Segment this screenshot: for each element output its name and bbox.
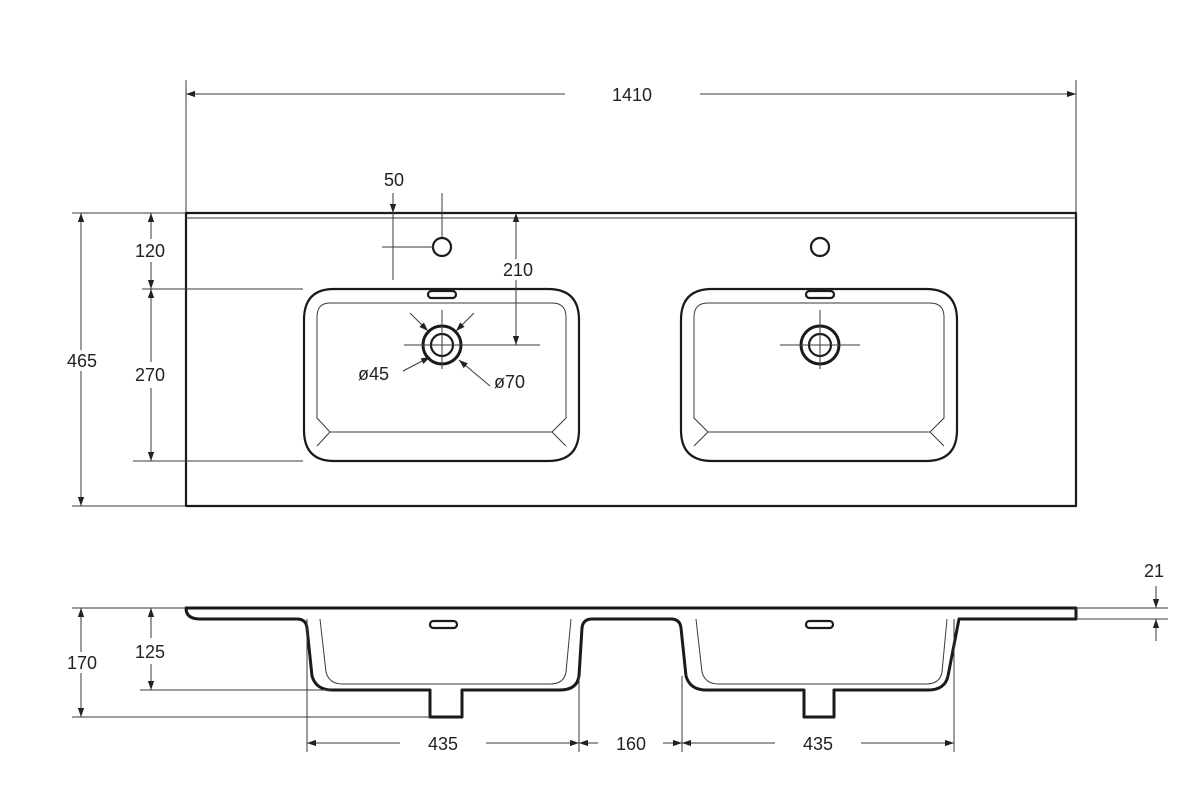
dimension-tap-from-back: 120: [135, 213, 303, 290]
overall-depth-label: 465: [67, 351, 97, 371]
slab-thickness-label: 21: [1144, 561, 1164, 581]
tap-offset-label: 50: [384, 170, 404, 190]
bowl-depth-label: 270: [135, 365, 165, 385]
countertop-outline: [184, 211, 1078, 508]
drain-left: [404, 310, 540, 369]
dimension-bowl-widths: 435 160 435: [306, 619, 955, 754]
dimension-tap-offset: 50: [382, 170, 443, 280]
drain-outer-diameter-label: ø70: [494, 372, 525, 392]
tap-hole-right: [809, 236, 831, 258]
overflow-slot-left: [426, 289, 458, 300]
dimension-bowl-height: 125: [135, 608, 332, 691]
bowl-width-right-label: 435: [803, 734, 833, 754]
tap-hole-left: [431, 236, 453, 258]
drain-from-back-label: 210: [503, 260, 533, 280]
overall-width-label: 1410: [612, 85, 652, 105]
gap-between-bowls-label: 160: [616, 734, 646, 754]
overflow-slot-side-right: [804, 619, 835, 630]
dimension-bowl-depth: 270: [133, 289, 303, 462]
total-height-label: 170: [67, 653, 97, 673]
left-bowl-top: [302, 287, 581, 463]
overflow-slot-right: [804, 289, 836, 300]
dimension-slab-thickness: 21: [1076, 561, 1168, 641]
dimension-drain-diameters: ø45 ø70: [358, 312, 525, 392]
dimension-overall-depth: 465: [63, 212, 185, 507]
overflow-slot-side-left: [428, 619, 459, 630]
bowl-height-label: 125: [135, 642, 165, 662]
top-view: 1410 465 120 270 50: [63, 80, 1078, 508]
right-bowl-top: [679, 287, 959, 463]
dimension-total-height: 170: [63, 607, 430, 718]
tap-from-back-label: 120: [135, 241, 165, 261]
drain-inner-diameter-label: ø45: [358, 364, 389, 384]
side-view: 21 125 170 435 160: [63, 561, 1168, 754]
basin-side-profile: [184, 606, 1078, 719]
dimension-overall-width: 1410: [185, 80, 1077, 212]
bowl-width-left-label: 435: [428, 734, 458, 754]
dimension-drain-from-back: 210: [499, 213, 537, 345]
drain-right: [780, 310, 860, 369]
